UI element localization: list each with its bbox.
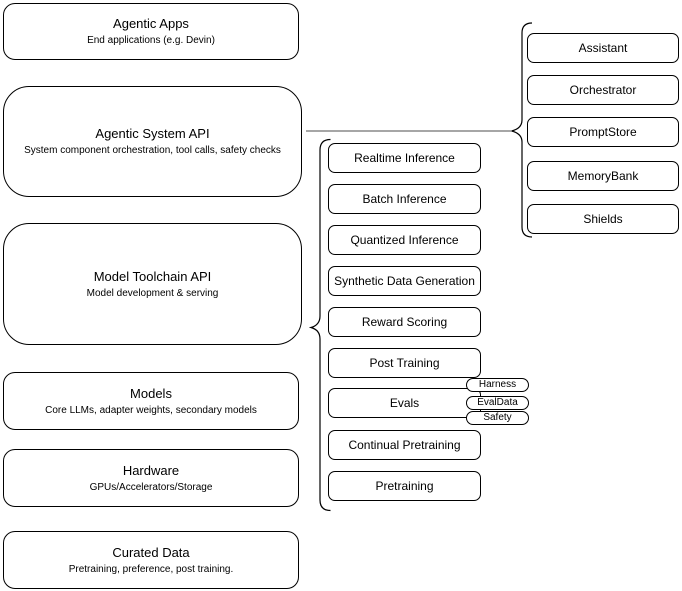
- node-title: Hardware: [122, 462, 180, 478]
- node-models: Models Core LLMs, adapter weights, secon…: [3, 372, 299, 430]
- node-synthetic-data-generation: Synthetic Data Generation: [328, 266, 481, 296]
- node-subtitle: GPUs/Accelerators/Storage: [89, 481, 213, 493]
- node-assistant: Assistant: [527, 33, 679, 63]
- node-post-training: Post Training: [328, 348, 481, 378]
- pill-harness: Harness: [466, 378, 529, 392]
- node-subtitle: End applications (e.g. Devin): [87, 35, 215, 46]
- node-title: Model Toolchain API: [93, 268, 212, 284]
- system-components-brace: [511, 22, 533, 238]
- node-reward-scoring: Reward Scoring: [328, 307, 481, 337]
- node-subtitle: System component orchestration, tool cal…: [24, 145, 281, 156]
- node-title: Agentic System API: [95, 126, 210, 141]
- node-agentic-system-api: Agentic System API System component orch…: [3, 86, 302, 197]
- node-realtime-inference: Realtime Inference: [328, 143, 481, 173]
- node-subtitle: Core LLMs, adapter weights, secondary mo…: [45, 404, 257, 416]
- node-evals: Evals: [328, 388, 481, 418]
- node-shields: Shields: [527, 204, 679, 234]
- node-memorybank: MemoryBank: [527, 161, 679, 191]
- node-agentic-apps: Agentic Apps End applications (e.g. Devi…: [3, 3, 299, 60]
- node-title: Curated Data: [112, 544, 190, 560]
- node-quantized-inference: Quantized Inference: [328, 225, 481, 255]
- toolchain-brace: [308, 138, 331, 512]
- node-continual-pretraining: Continual Pretraining: [328, 430, 481, 460]
- node-promptstore: PromptStore: [527, 117, 679, 147]
- node-pretraining: Pretraining: [328, 471, 481, 501]
- node-orchestrator: Orchestrator: [527, 75, 679, 105]
- pill-evaldata: EvalData: [466, 396, 529, 410]
- node-batch-inference: Batch Inference: [328, 184, 481, 214]
- pill-safety: Safety: [466, 411, 529, 425]
- node-hardware: Hardware GPUs/Accelerators/Storage: [3, 449, 299, 507]
- node-title: Agentic Apps: [113, 16, 189, 31]
- node-model-toolchain-api: Model Toolchain API Model development & …: [3, 223, 302, 345]
- node-title: Models: [130, 385, 172, 401]
- node-curated-data: Curated Data Pretraining, preference, po…: [3, 531, 299, 589]
- node-subtitle: Pretraining, preference, post training.: [68, 563, 234, 575]
- node-subtitle: Model development & serving: [86, 287, 219, 299]
